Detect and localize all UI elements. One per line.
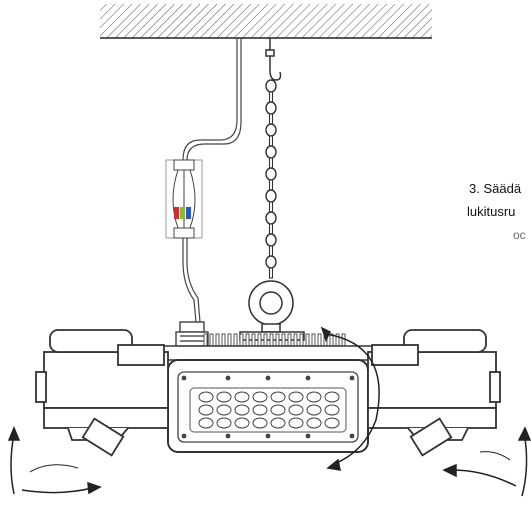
wire-red (174, 207, 179, 219)
ceiling (100, 4, 432, 39)
led-lens-array (198, 391, 340, 429)
wire-green (180, 207, 185, 219)
mount-bracket-left (35, 329, 169, 457)
housing-screws (181, 375, 355, 439)
wire-blue (186, 207, 191, 219)
heatsink (203, 333, 346, 349)
cable-connector (165, 159, 203, 239)
mount-bracket-right (367, 329, 501, 457)
eyebolt-icon (239, 280, 305, 341)
instruction-line-3: oc (513, 228, 526, 242)
instruction-step-title: 3. Säädä (469, 181, 522, 196)
power-cable (182, 38, 242, 323)
instruction-line-2: lukitusru (467, 204, 516, 219)
rotation-arrow-icon (7, 326, 531, 497)
floodlight-icon (35, 329, 501, 457)
ceiling-hook (265, 38, 282, 81)
cable-gland (175, 321, 209, 347)
hanging-chain-icon (265, 79, 277, 279)
